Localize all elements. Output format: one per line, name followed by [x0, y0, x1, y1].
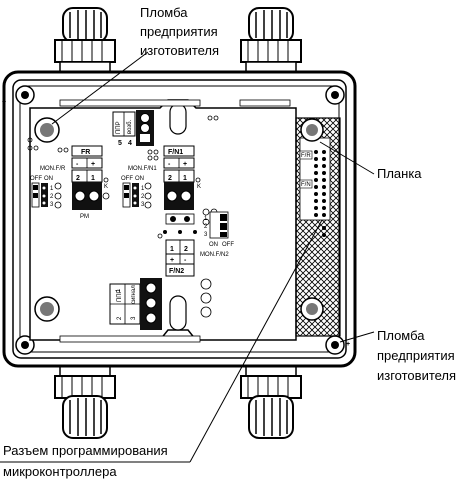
mon-fn1-label: MON.F/N1 [128, 166, 157, 172]
plank-fn-label: F/N [301, 182, 311, 188]
ppr-bottom-label: ППР [117, 289, 123, 302]
svg-text:1: 1 [116, 288, 122, 292]
plank-fr-label: F/R [301, 153, 311, 159]
ppr-top-label: ППР [116, 121, 122, 134]
screw-top-left [15, 85, 35, 105]
mon-fr-label: MON.F/R [40, 166, 66, 172]
svg-text:Пломба: Пломба [140, 5, 188, 20]
cable-gland-top-left [54, 7, 116, 73]
svg-text:OFF: OFF [30, 176, 42, 182]
svg-text:+: + [346, 341, 350, 348]
screw-top-right [325, 85, 345, 105]
svg-text:2: 2 [184, 246, 188, 253]
svg-text:-: - [184, 257, 187, 264]
svg-text:микроконтроллера: микроконтроллера [3, 464, 117, 479]
callout-seal-top: Пломба предприятия изготовителя [140, 5, 219, 58]
svg-text:+: + [170, 257, 174, 264]
terminal-block-fn2: 1 2 + - F/N2 [165, 239, 195, 277]
leader-lines [0, 51, 375, 463]
svg-text:изготовителя: изготовителя [377, 368, 456, 383]
svg-text:-: - [168, 161, 171, 168]
svg-text:3: 3 [131, 316, 137, 320]
svg-text:+: + [2, 99, 6, 106]
svg-text:1: 1 [170, 246, 174, 253]
terminal-block-fn1: F/N1 - + 2 1 K PM [163, 145, 201, 220]
fr-label: FR [81, 149, 90, 156]
svg-text:Пломба: Пломба [377, 328, 425, 343]
pcb-board [29, 99, 297, 343]
svg-text:предприятия: предприятия [140, 24, 218, 39]
svg-text:2: 2 [76, 175, 80, 182]
svg-text:-: - [76, 161, 79, 168]
terminal-block-ppr-top: ППР возб. 5 4 [112, 110, 154, 147]
callout-plank: Планка [377, 166, 422, 181]
terminal-block-ppr-bottom: ППР сигнал 2 3 1 [109, 278, 212, 330]
svg-text:2: 2 [50, 194, 54, 200]
jumper-mon-fn2: 1 2 3 ON OFF MON.F/N2 [200, 211, 234, 258]
fn2-label: F/N2 [169, 268, 184, 275]
seal-hole-top-left [34, 117, 60, 143]
svg-text:Разъем программирования: Разъем программирования [3, 443, 168, 458]
svg-text:+: + [183, 161, 187, 168]
mon-fn2-label: MON.F/N2 [200, 252, 229, 258]
cable-gland-bottom-left [54, 365, 116, 439]
jumper-mon-fn1: MON.F/N1 OFF ON 1 2 3 [121, 166, 157, 209]
svg-text:K: K [197, 184, 201, 190]
svg-text:1: 1 [91, 175, 95, 182]
svg-text:изготовителя: изготовителя [140, 43, 219, 58]
svg-text:1: 1 [183, 175, 187, 182]
cable-gland-top-right [240, 7, 302, 73]
callout-connector: Разъем программирования микроконтроллера [3, 443, 168, 479]
terminal-5-label: 5 [118, 140, 122, 147]
vozb-label: возб. [127, 119, 133, 134]
callout-seal-bottom: Пломба предприятия изготовителя [377, 328, 456, 383]
svg-text:ON: ON [44, 176, 53, 182]
svg-text:3: 3 [204, 232, 208, 238]
cable-gland-bottom-right [240, 365, 302, 439]
svg-text:3: 3 [141, 202, 145, 208]
svg-text:1: 1 [204, 216, 208, 222]
screw-bottom-right [325, 335, 345, 355]
svg-text:PM: PM [80, 214, 89, 220]
svg-text:+: + [91, 161, 95, 168]
svg-text:2: 2 [117, 316, 123, 320]
center-components [27, 115, 219, 239]
svg-text:K: K [104, 184, 108, 190]
terminal-block-fr: FR - + 2 1 K PM [71, 145, 110, 220]
svg-text:OFF: OFF [121, 176, 133, 182]
programming-connector [314, 150, 326, 237]
svg-text:ON: ON [209, 242, 218, 248]
svg-text:ON: ON [135, 176, 144, 182]
svg-text:2: 2 [204, 224, 208, 230]
svg-text:1: 1 [141, 186, 145, 192]
svg-text:2: 2 [168, 175, 172, 182]
jumper-mon-fr: MON.F/R OFF ON 1 2 3 [30, 166, 66, 209]
svg-text:2: 2 [141, 194, 145, 200]
fn1-label: F/N1 [168, 149, 183, 156]
svg-text:OFF: OFF [222, 242, 234, 248]
seal-hole-bottom-left [34, 296, 60, 322]
signal-label: сигнал [131, 285, 137, 304]
svg-text:1: 1 [50, 186, 54, 192]
terminal-4-label: 4 [128, 140, 132, 147]
svg-text:предприятия: предприятия [377, 348, 455, 363]
svg-text:3: 3 [50, 202, 54, 208]
